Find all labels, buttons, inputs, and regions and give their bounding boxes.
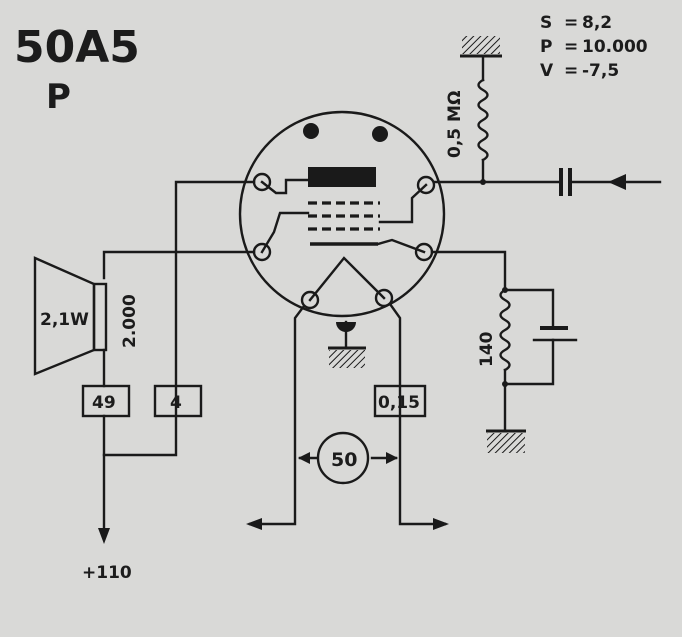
pin-box-4-label: 4 (170, 393, 182, 413)
pin-grid (416, 175, 436, 195)
spec-value-s: 8,2 (582, 13, 612, 33)
spec-key-s: S (540, 13, 552, 33)
spec-key-v: V (540, 61, 554, 81)
heater-wire-left (248, 304, 306, 526)
pin-heater-left (300, 290, 320, 310)
cathode-resistor (499, 288, 511, 372)
cathode-wire (430, 250, 507, 292)
supply-arrow (98, 528, 110, 544)
inner-anode-wire (260, 178, 310, 195)
inner-screen-wire (260, 211, 310, 254)
spec-value-v: -7,5 (582, 61, 619, 81)
heater-arrow-right (433, 518, 449, 530)
heater-current-label: 0,15 (378, 393, 420, 413)
speaker-impedance-label: 2.000 (120, 294, 140, 348)
tube-envelope (238, 110, 446, 318)
heater-arrow-left (246, 518, 262, 530)
ground-symbol-shield (329, 350, 365, 368)
top-pin-left (303, 123, 319, 139)
grid-resistor (477, 78, 489, 162)
grid-resistor-label: 0,5 MΩ (445, 91, 465, 158)
pin-heater-right (374, 288, 394, 308)
spec-key-p: P (540, 37, 552, 57)
heater-voltage-label: 50 (331, 449, 357, 471)
spec-value-p: 10.000 (582, 37, 648, 57)
spec-sep-p: = (564, 37, 578, 57)
input-arrow (608, 174, 626, 190)
tube-class-label: P (46, 77, 71, 117)
tube-type-title: 50A5 (14, 22, 140, 73)
ground-symbol-cathode (487, 433, 525, 453)
top-pin-right (372, 126, 388, 142)
supply-label: +110 (82, 563, 132, 583)
spec-sep-v: = (564, 61, 578, 81)
bypass-capacitor (532, 326, 578, 342)
pin-box-4 (153, 384, 203, 418)
pin-box-49 (81, 384, 131, 418)
anode-wire (102, 180, 256, 457)
inner-grid1-wire (378, 183, 428, 224)
ground-symbol-grid (462, 36, 500, 54)
speaker-transformer (92, 282, 108, 352)
spec-sep-s: = (564, 13, 578, 33)
heater-wire-right (388, 302, 447, 526)
cathode-resistor-label: 140 (477, 331, 497, 367)
inner-cathode-wire (376, 238, 426, 254)
spec-list: S = 8,2 P = 10.000 V = -7,5 (540, 13, 648, 81)
heater-voltage-circle (316, 431, 370, 485)
inner-heater-wire (308, 256, 386, 302)
screen-wire (102, 250, 256, 280)
tube-grids (308, 201, 380, 231)
heater-current-box (373, 384, 427, 418)
pin-box-49-label: 49 (92, 393, 116, 413)
speaker-power-label: 2,1W (40, 310, 89, 330)
anode-plate (308, 167, 376, 187)
coupling-capacitor (559, 168, 572, 196)
